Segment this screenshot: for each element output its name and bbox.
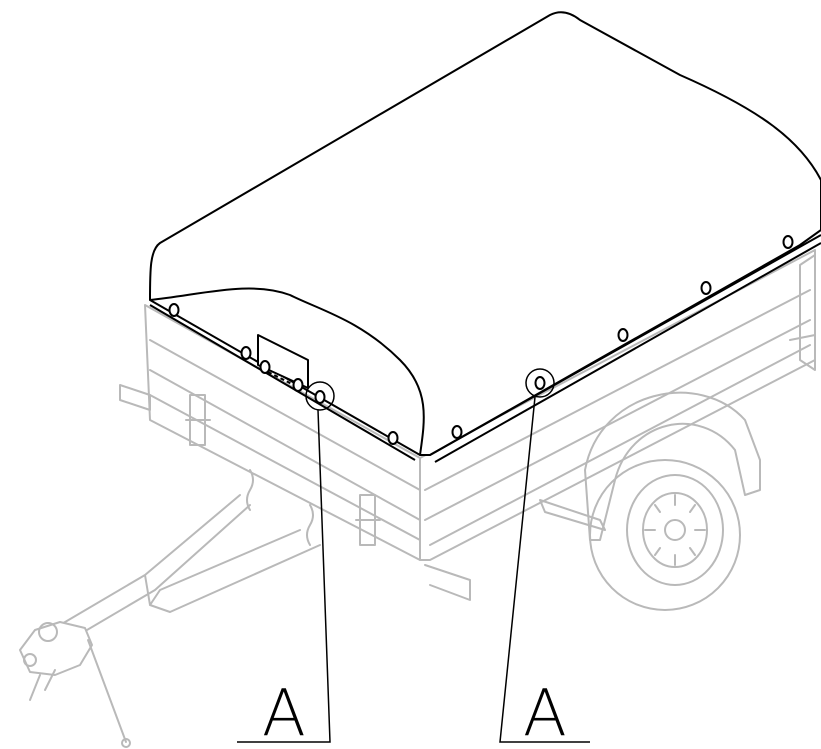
fender	[584, 391, 761, 541]
eyelet	[700, 281, 712, 295]
eyelets	[168, 235, 794, 445]
eyelet	[617, 328, 629, 342]
front-latches	[185, 394, 381, 546]
eyelet	[292, 378, 304, 392]
eyelet	[387, 431, 399, 445]
eyelet	[534, 376, 546, 390]
jockey-leg	[87, 639, 127, 743]
front-panel	[144, 304, 421, 561]
eyelet	[168, 303, 180, 317]
callout-circles	[305, 368, 555, 411]
eyelet	[451, 425, 463, 439]
callout-label-right: A	[523, 677, 567, 749]
callout-circle-right	[525, 368, 555, 398]
eyelet	[259, 360, 271, 374]
eyelet	[240, 346, 252, 360]
callout-circle-left	[305, 381, 335, 411]
leader-line-left	[237, 409, 331, 743]
leader-line-right	[499, 396, 590, 743]
eyelet	[314, 390, 326, 404]
callout-label-left: A	[262, 677, 306, 749]
leader-lines	[237, 396, 590, 743]
drawbar	[59, 494, 321, 641]
tarpaulin-cover	[149, 11, 821, 463]
eyelet	[782, 235, 794, 249]
wheel	[589, 459, 741, 611]
coupling-head	[19, 621, 93, 701]
